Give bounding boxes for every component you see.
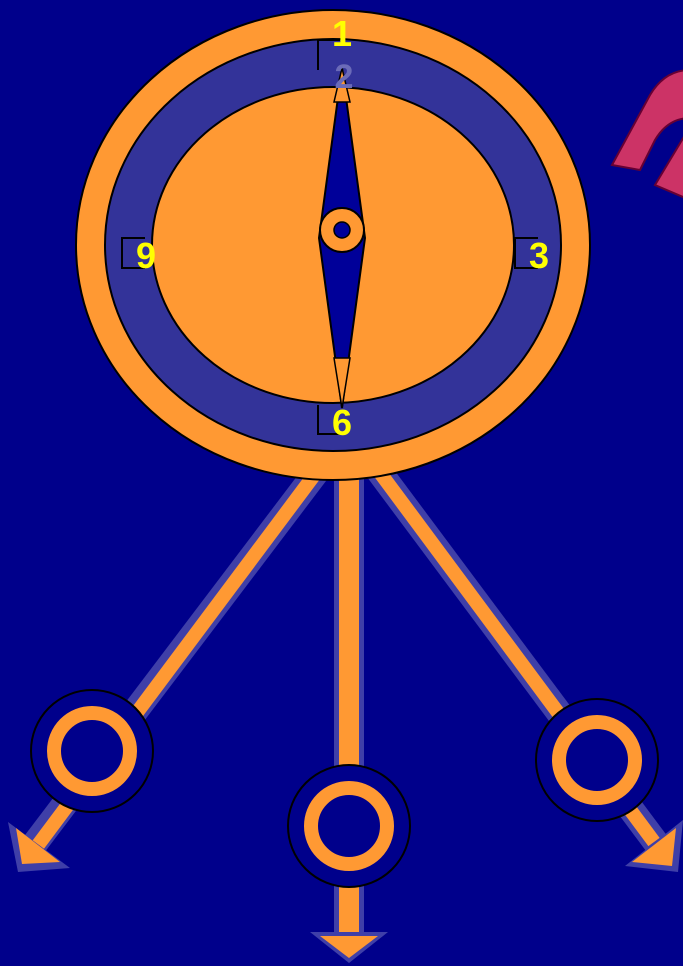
label-2: 2	[335, 58, 354, 96]
pink-decoration	[612, 70, 683, 200]
ring-right	[536, 699, 658, 821]
ring-left	[31, 690, 153, 812]
label-6: 6	[332, 402, 352, 443]
label-9: 9	[136, 235, 156, 276]
ring-center	[288, 765, 410, 887]
label-1: 1	[332, 13, 352, 54]
arrow-center	[310, 470, 388, 963]
arrow-left	[8, 470, 318, 872]
arrow-right	[378, 470, 683, 872]
label-3: 3	[529, 235, 549, 276]
